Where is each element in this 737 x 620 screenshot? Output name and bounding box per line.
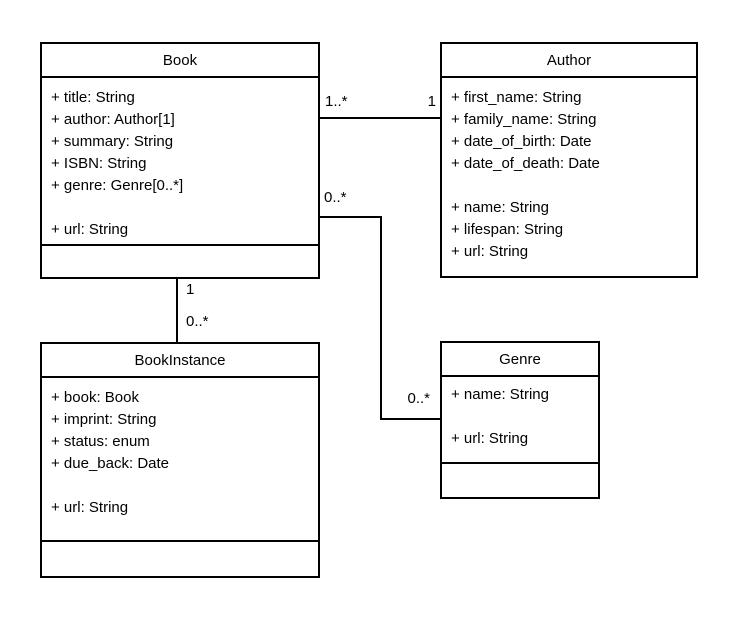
class-attributes-author: + first_name: String + family_name: Stri…: [442, 78, 696, 276]
class-methods-empty-bookinstance: [42, 540, 318, 576]
multiplicity-book-bookinstance-target: 0..*: [186, 313, 209, 330]
class-box-genre: Genre + name: String + url: String: [440, 341, 600, 499]
attribute-line: + name: String: [451, 386, 549, 403]
class-box-author: Author + first_name: String + family_nam…: [440, 42, 698, 278]
multiplicity-book-genre-target: 0..*: [407, 390, 430, 407]
attribute-line: + book: Book: [51, 389, 139, 406]
attribute-line: + first_name: String: [451, 89, 582, 106]
attribute-line: + author: Author[1]: [51, 111, 175, 128]
attribute-line: + ISBN: String: [51, 155, 147, 172]
attribute-line: + lifespan: String: [451, 221, 564, 238]
class-attributes-bookinstance: + book: Book + imprint: String + status:…: [42, 378, 318, 540]
attribute-spacer: [451, 175, 688, 197]
attribute-spacer: [51, 197, 310, 219]
attribute-line: + date_of_birth: Date: [451, 133, 592, 150]
class-title-genre: Genre: [442, 343, 598, 377]
attribute-line: + name: String: [451, 199, 549, 216]
class-methods-empty-book: [42, 244, 318, 277]
class-attributes-book: + title: String + author: Author[1] + su…: [42, 78, 318, 244]
attribute-line: + url: String: [51, 499, 129, 516]
attribute-line: + date_of_death: Date: [451, 155, 600, 172]
attribute-line: + genre: Genre[0..*]: [51, 177, 184, 194]
class-methods-empty-genre: [442, 462, 598, 497]
class-box-book: Book + title: String + author: Author[1]…: [40, 42, 320, 279]
attribute-line: + family_name: String: [451, 111, 597, 128]
attribute-line: + summary: String: [51, 133, 174, 150]
attribute-spacer: [51, 475, 310, 497]
multiplicity-book-author-source: 1..*: [325, 93, 348, 110]
attribute-line: + title: String: [51, 89, 135, 106]
multiplicity-book-bookinstance-source: 1: [186, 281, 195, 298]
attribute-line: + url: String: [451, 243, 529, 260]
attribute-line: + url: String: [51, 221, 129, 238]
multiplicity-book-author-target: 1: [427, 93, 436, 110]
attribute-spacer: [451, 406, 590, 428]
class-title-author: Author: [442, 44, 696, 78]
multiplicity-book-genre-source: 0..*: [324, 189, 347, 206]
class-title-book: Book: [42, 44, 318, 78]
connector-book-genre: [318, 216, 441, 420]
attribute-line: + imprint: String: [51, 411, 157, 428]
class-box-bookinstance: BookInstance + book: Book + imprint: Str…: [40, 342, 320, 578]
class-title-bookinstance: BookInstance: [42, 344, 318, 378]
attribute-line: + url: String: [451, 430, 529, 447]
class-attributes-genre: + name: String + url: String: [442, 377, 598, 462]
attribute-line: + due_back: Date: [51, 455, 170, 472]
attribute-line: + status: enum: [51, 433, 150, 450]
